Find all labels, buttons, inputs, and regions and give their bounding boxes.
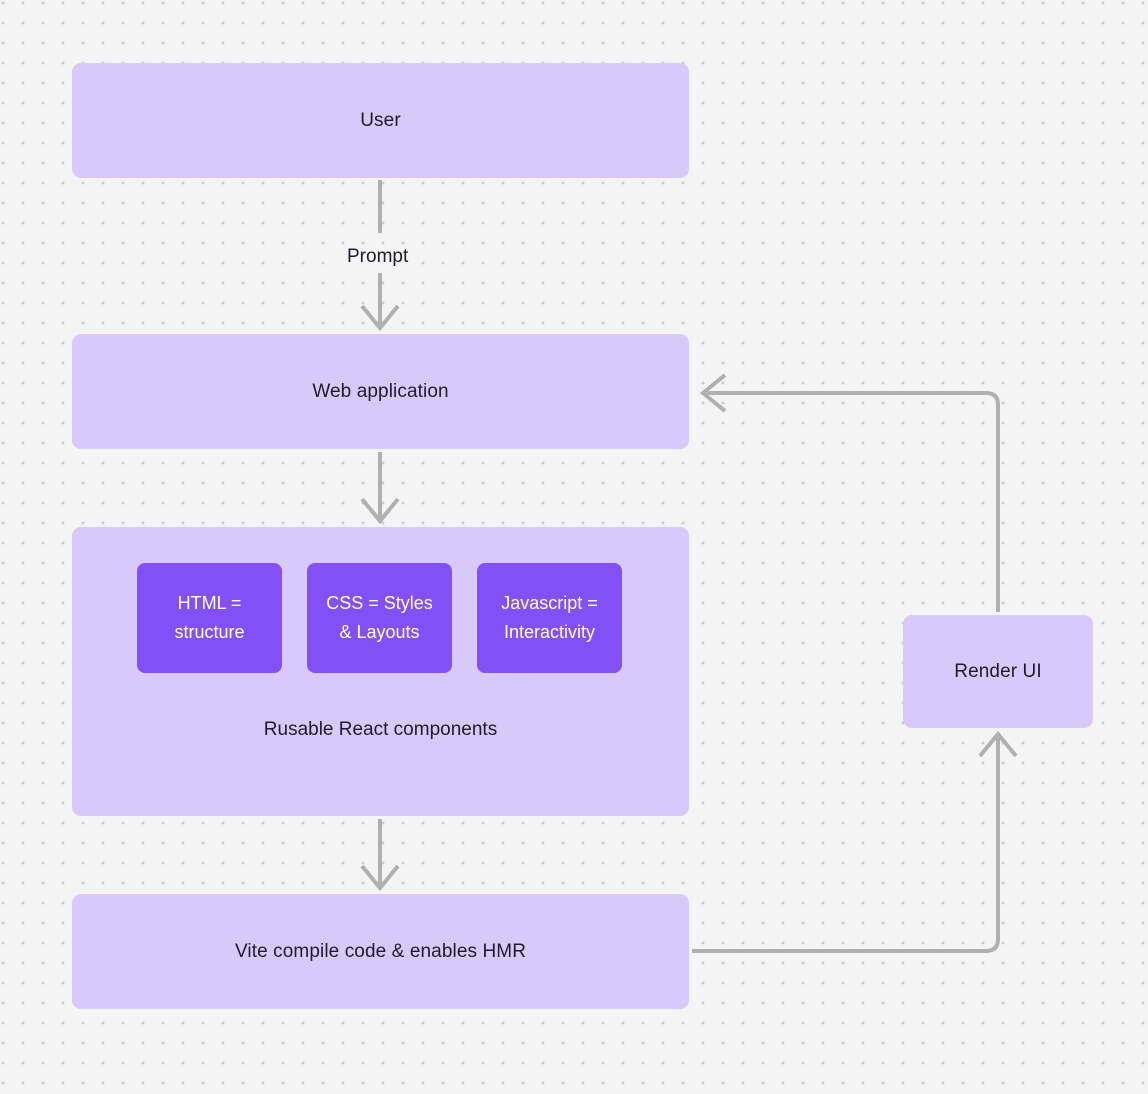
- inner-box-css[interactable]: CSS = Styles & Layouts: [307, 563, 452, 673]
- inner-box-javascript[interactable]: Javascript = Interactivity: [477, 563, 622, 673]
- node-web-application-label: Web application: [312, 380, 449, 402]
- edge-renderui-to-webapp: [699, 373, 1000, 612]
- edge-vite-to-renderui: [692, 730, 1018, 953]
- node-render-ui-label: Render UI: [954, 660, 1042, 682]
- node-vite-label: Vite compile code & enables HMR: [234, 940, 527, 962]
- components-container-caption: Rusable React components: [263, 719, 498, 740]
- edge-webapp-to-components: [360, 452, 400, 525]
- node-web-application[interactable]: Web application: [72, 334, 689, 449]
- node-user[interactable]: User: [72, 63, 689, 178]
- edge-label-prompt: Prompt: [341, 245, 415, 269]
- node-vite[interactable]: Vite compile code & enables HMR: [72, 894, 689, 1009]
- inner-box-javascript-label: Javascript = Interactivity: [501, 593, 598, 642]
- node-render-ui[interactable]: Render UI: [903, 615, 1093, 728]
- inner-box-html-label: HTML = structure: [174, 593, 245, 642]
- edge-components-to-vite: [360, 819, 400, 892]
- inner-box-html[interactable]: HTML = structure: [137, 563, 282, 673]
- node-user-label: User: [360, 109, 401, 131]
- inner-box-css-label: CSS = Styles & Layouts: [326, 593, 433, 642]
